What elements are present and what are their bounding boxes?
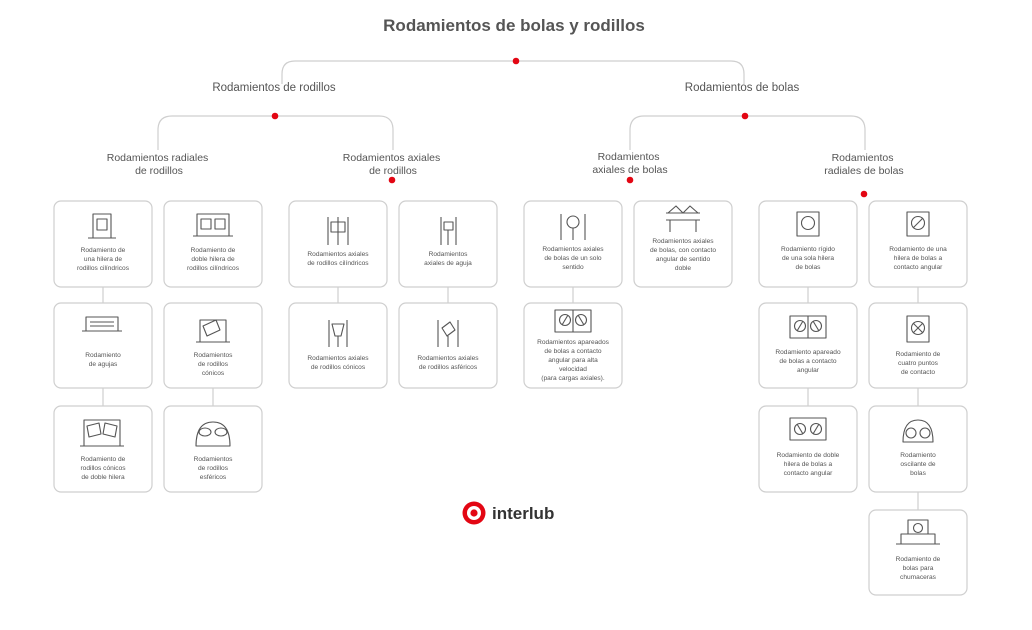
group-radiales-rodillos: Rodamientos radiales de rodillos bbox=[107, 152, 211, 177]
four-point-contact-ball-icon bbox=[906, 315, 930, 343]
double-tapered-roller-icon bbox=[80, 419, 124, 447]
angular-contact-ball-icon bbox=[906, 211, 930, 237]
branch-bolas: Rodamientos de bolas bbox=[685, 82, 800, 94]
branch-rodillos: Rodamientos de rodillos bbox=[212, 82, 336, 94]
axial-cylindrical-roller-icon bbox=[327, 217, 349, 245]
self-aligning-ball-icon bbox=[902, 419, 934, 443]
spherical-roller-icon bbox=[195, 421, 231, 447]
diagram-title: Rodamientos de bolas y rodillos bbox=[383, 16, 645, 35]
axial-needle-icon bbox=[440, 217, 457, 245]
paired-angular-ball-icon bbox=[789, 315, 827, 339]
tapered-roller-icon bbox=[196, 319, 230, 343]
needle-bearing-icon bbox=[82, 316, 122, 332]
group-radiales-bolas: Rodamientos radiales de bolas bbox=[824, 152, 903, 177]
red-dots bbox=[271, 57, 868, 198]
axial-tapered-roller-icon bbox=[328, 320, 348, 347]
paired-angular-ball-icon bbox=[554, 309, 592, 333]
interlub-logo: interlub bbox=[462, 501, 554, 525]
double-direction-axial-ball-icon bbox=[666, 205, 700, 232]
axial-ball-icon bbox=[560, 214, 586, 240]
cylindrical-roller-bearing-icon bbox=[88, 213, 116, 239]
axial-spherical-roller-icon bbox=[437, 320, 459, 347]
pillow-block-bearing-icon bbox=[896, 519, 940, 545]
deep-groove-ball-icon bbox=[796, 211, 820, 237]
double-cylindrical-roller-icon bbox=[193, 213, 233, 237]
logo-text: interlub bbox=[492, 504, 554, 523]
group-axiales-rodillos: Rodamientos axiales de rodillos bbox=[343, 152, 443, 177]
group-axiales-bolas: Rodamientos axiales de bolas bbox=[592, 151, 667, 176]
double-row-angular-ball-icon bbox=[789, 417, 827, 441]
